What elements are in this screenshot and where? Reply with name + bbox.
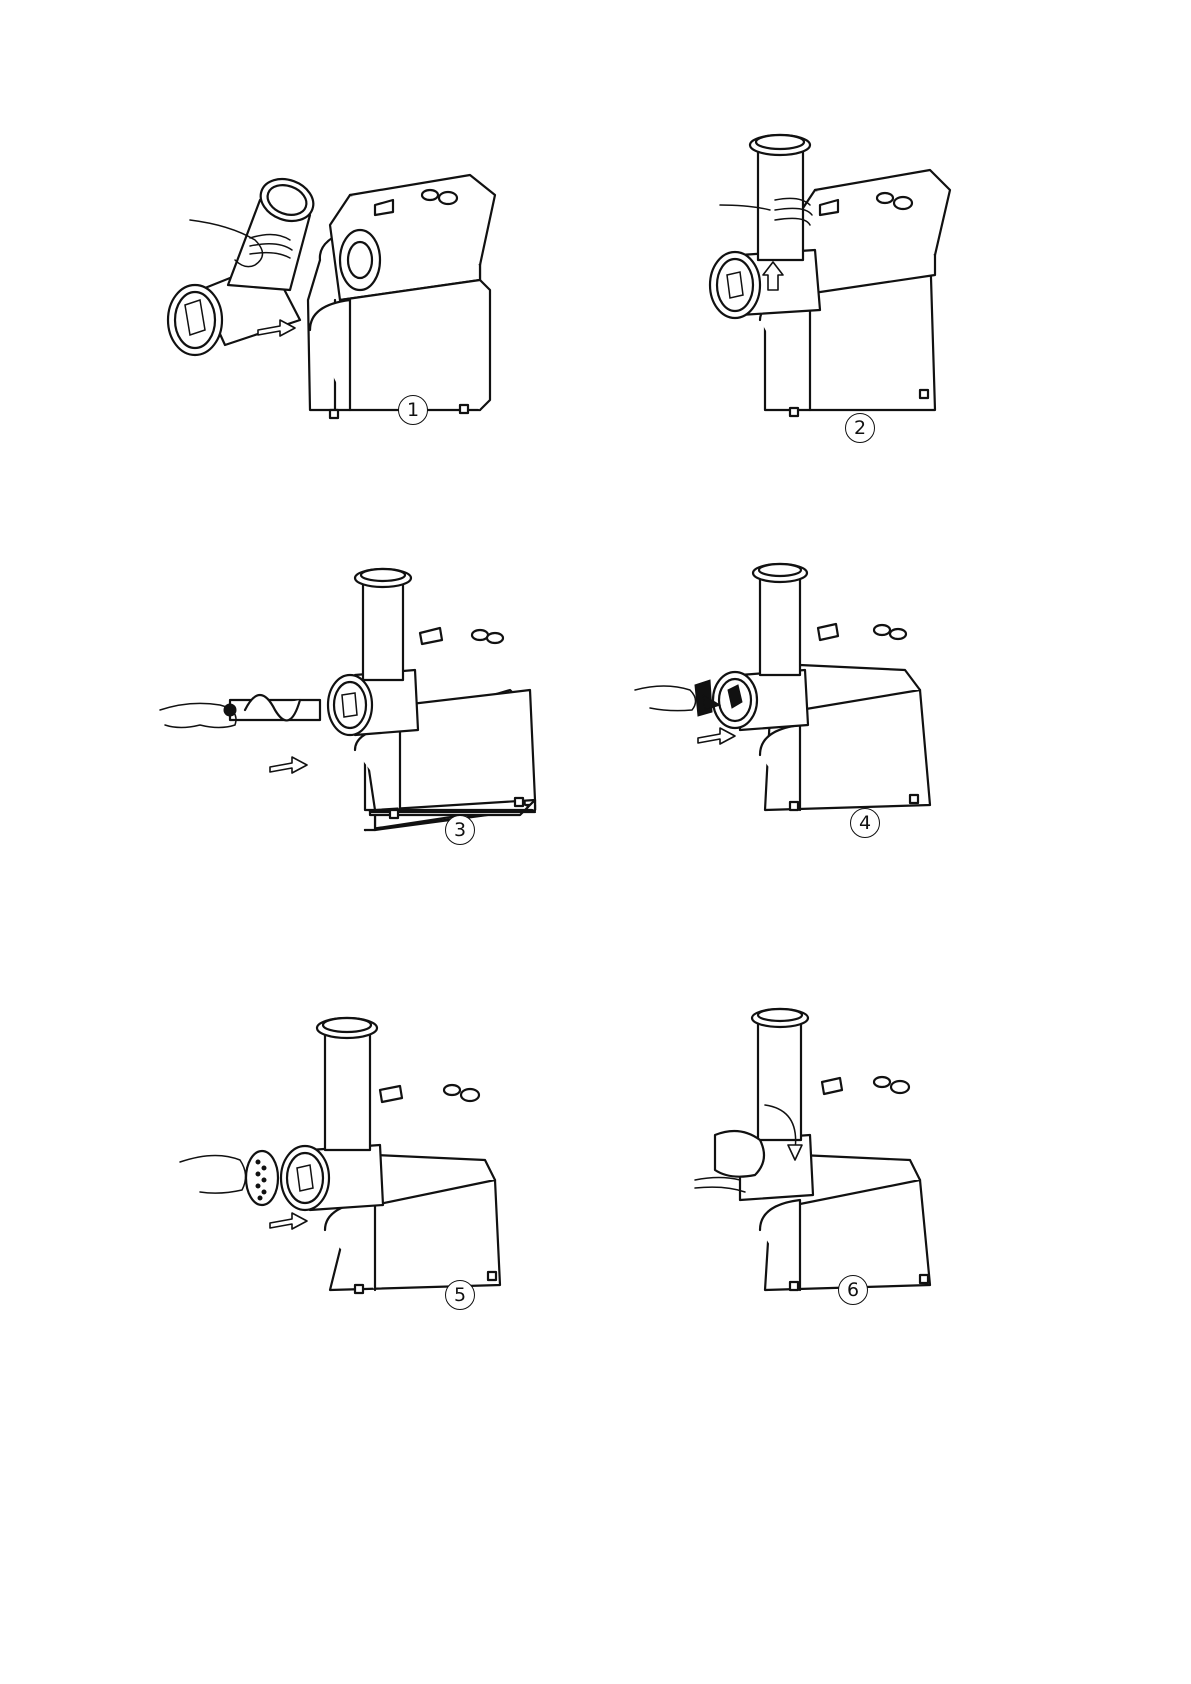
rotating-head-upright-drawing (600, 0, 1160, 480)
step-number: 5 (454, 1286, 466, 1305)
step-4-illustration: 4 (600, 540, 1160, 1020)
step-number: 3 (454, 821, 466, 840)
ring-nut-tightening-drawing (600, 1010, 1160, 1490)
step-2-illustration: 2 (600, 0, 1160, 480)
step-number-badge: 6 (838, 1275, 868, 1305)
step-number-badge: 1 (398, 395, 428, 425)
step-number-badge: 4 (850, 808, 880, 838)
step-number-badge: 3 (445, 815, 475, 845)
step-number: 1 (407, 401, 419, 420)
step-number: 6 (847, 1281, 859, 1300)
step-6-illustration: 6 (600, 1010, 1160, 1490)
blade-insertion-drawing (600, 540, 1160, 1020)
step-number-badge: 2 (845, 413, 875, 443)
step-number: 4 (859, 814, 871, 833)
step-number-badge: 5 (445, 1280, 475, 1310)
step-number: 2 (854, 419, 866, 438)
